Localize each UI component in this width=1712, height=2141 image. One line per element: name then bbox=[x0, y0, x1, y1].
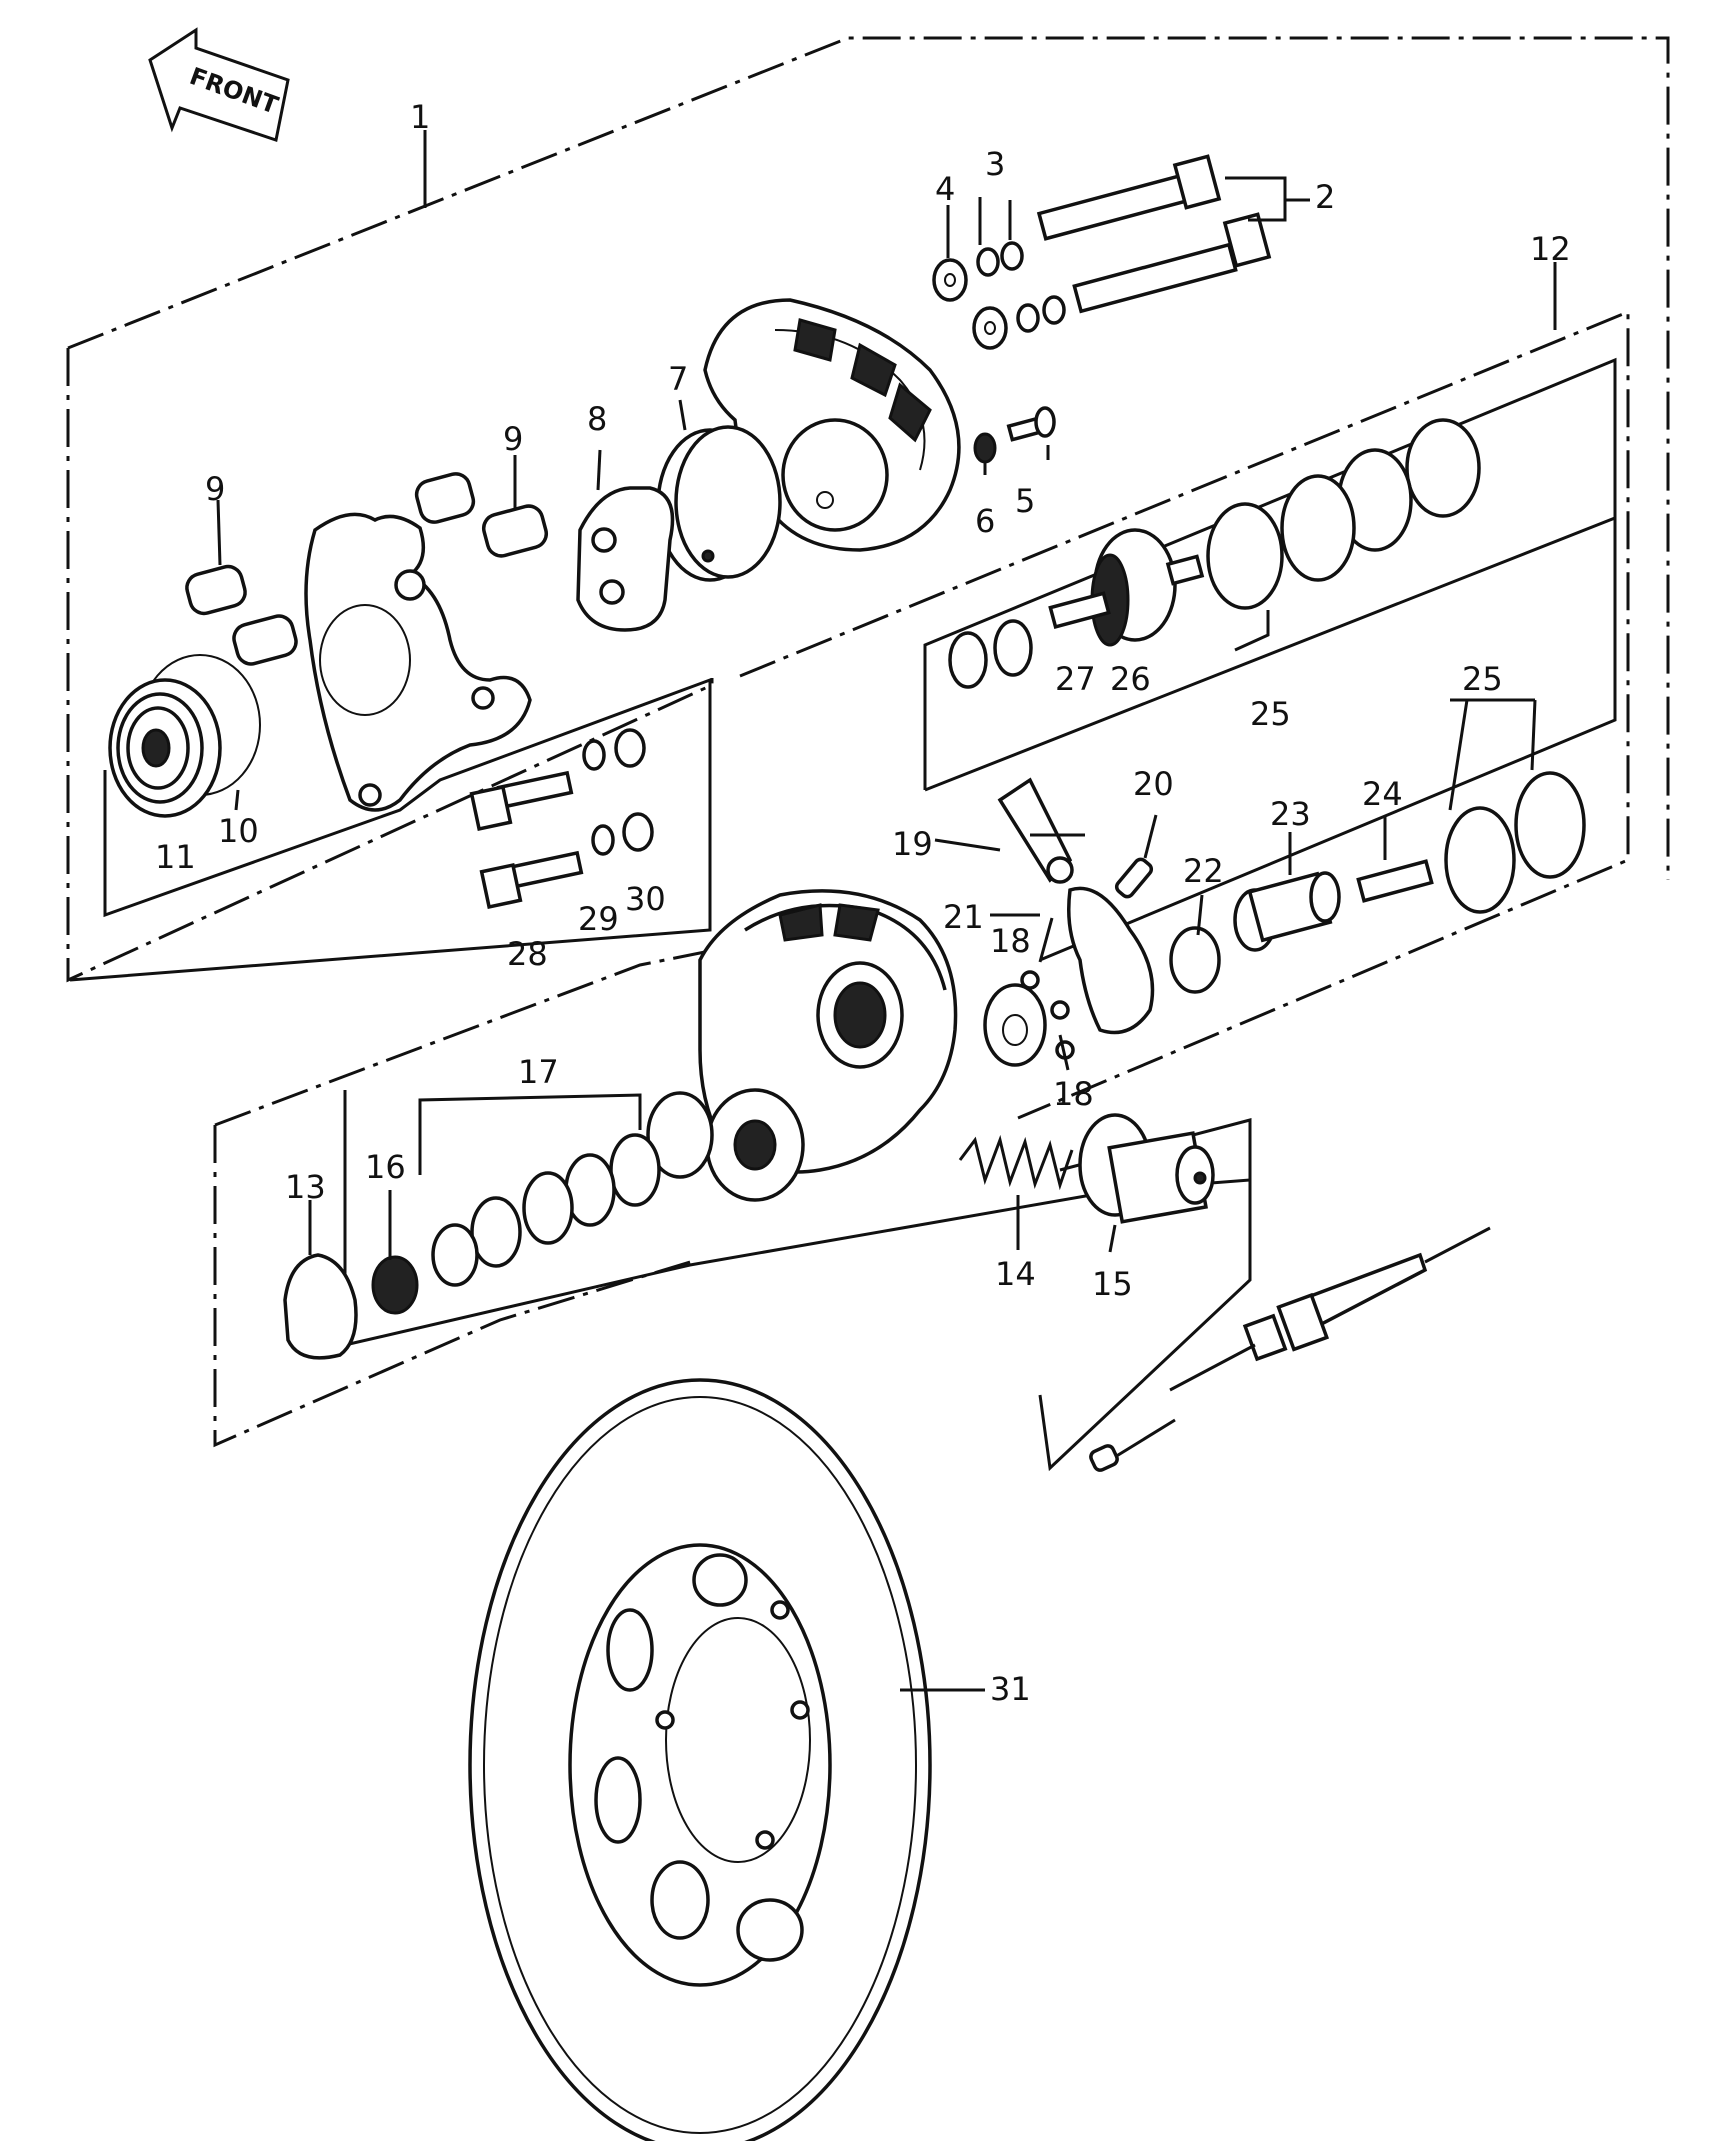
label-23: 23 bbox=[1270, 795, 1311, 833]
cable-group-box bbox=[1038, 1180, 1252, 1472]
label-9b: 9 bbox=[205, 470, 225, 508]
bolt-2 bbox=[1036, 154, 1272, 314]
seal-group-box bbox=[923, 357, 1617, 790]
screw-5-washer-6 bbox=[973, 406, 1056, 464]
label-18a: 18 bbox=[990, 922, 1031, 960]
adjuster-nut-15 bbox=[1078, 1113, 1215, 1224]
seals-25-right bbox=[1444, 771, 1586, 914]
cam-plate-22 bbox=[1067, 886, 1221, 1035]
label-2: 2 bbox=[1315, 178, 1335, 216]
label-6: 6 bbox=[975, 502, 995, 540]
label-10: 10 bbox=[218, 812, 259, 850]
label-26: 26 bbox=[1110, 660, 1151, 698]
label-25b: 25 bbox=[1462, 660, 1503, 698]
pin-20 bbox=[1114, 857, 1154, 899]
label-16: 16 bbox=[365, 1148, 406, 1186]
piston-7 bbox=[656, 425, 782, 582]
washers-17 bbox=[470, 1091, 714, 1268]
label-13: 13 bbox=[285, 1168, 326, 1206]
washers-3 bbox=[976, 241, 1066, 333]
front-arrow-icon: FRONT bbox=[148, 27, 290, 142]
bolt-group-box bbox=[69, 677, 712, 982]
label-8: 8 bbox=[587, 400, 607, 438]
seals-25-upper bbox=[1206, 418, 1481, 610]
brake-cable bbox=[1089, 1226, 1491, 1472]
adjuster-23 bbox=[1233, 871, 1341, 952]
label-3: 3 bbox=[985, 145, 1005, 183]
label-12: 12 bbox=[1530, 230, 1571, 268]
seal-group-box-lower bbox=[924, 515, 1617, 962]
nut-16 bbox=[371, 1223, 479, 1315]
bushings-9 bbox=[185, 472, 549, 666]
label-27: 27 bbox=[1055, 660, 1096, 698]
spring-14 bbox=[958, 1134, 1074, 1191]
label-17: 17 bbox=[518, 1053, 559, 1091]
label-7: 7 bbox=[668, 360, 688, 398]
label-22: 22 bbox=[1183, 852, 1224, 890]
label-30: 30 bbox=[625, 880, 666, 918]
seals-25-left bbox=[948, 619, 1033, 689]
label-14: 14 bbox=[995, 1255, 1036, 1293]
label-31: 31 bbox=[990, 1670, 1031, 1708]
brake-disc-31 bbox=[468, 1378, 932, 2141]
washers-17-leader bbox=[418, 1093, 642, 1175]
leader-lines bbox=[103, 176, 1537, 1260]
bolts-28-washers-29-30 bbox=[469, 728, 654, 910]
label-15: 15 bbox=[1092, 1265, 1133, 1303]
pin-21 bbox=[1038, 917, 1054, 963]
label-20: 20 bbox=[1133, 765, 1174, 803]
label-28: 28 bbox=[507, 935, 548, 973]
part-labels: 1 2 3 4 5 6 7 8 9 9 10 11 12 13 14 15 16… bbox=[155, 98, 1571, 1708]
front-arrow-label: FRONT bbox=[186, 62, 282, 120]
assembly-1-outline bbox=[66, 36, 1670, 983]
label-9a: 9 bbox=[503, 420, 523, 458]
label-29: 29 bbox=[578, 900, 619, 938]
cap-13 bbox=[283, 1253, 358, 1360]
label-5: 5 bbox=[1015, 482, 1035, 520]
balls-18-plate bbox=[983, 970, 1075, 1067]
label-24: 24 bbox=[1362, 775, 1403, 813]
label-11: 11 bbox=[155, 838, 196, 876]
boot-11-ring-10 bbox=[108, 654, 261, 818]
bearing-26-shaft-27 bbox=[1048, 528, 1205, 647]
bolt-24 bbox=[1356, 859, 1434, 903]
label-21: 21 bbox=[943, 898, 984, 936]
lever-19 bbox=[997, 777, 1074, 884]
seal-25-leader bbox=[1234, 610, 1270, 652]
brake-pad-8 bbox=[576, 486, 675, 632]
label-18b: 18 bbox=[1053, 1075, 1094, 1113]
caliper-lower-half bbox=[698, 889, 958, 1202]
label-25a: 25 bbox=[1250, 695, 1291, 733]
label-4: 4 bbox=[935, 170, 955, 208]
washers-4 bbox=[932, 258, 1008, 350]
label-19: 19 bbox=[892, 825, 933, 863]
caliper-bracket bbox=[304, 512, 532, 812]
label-1: 1 bbox=[410, 98, 430, 136]
